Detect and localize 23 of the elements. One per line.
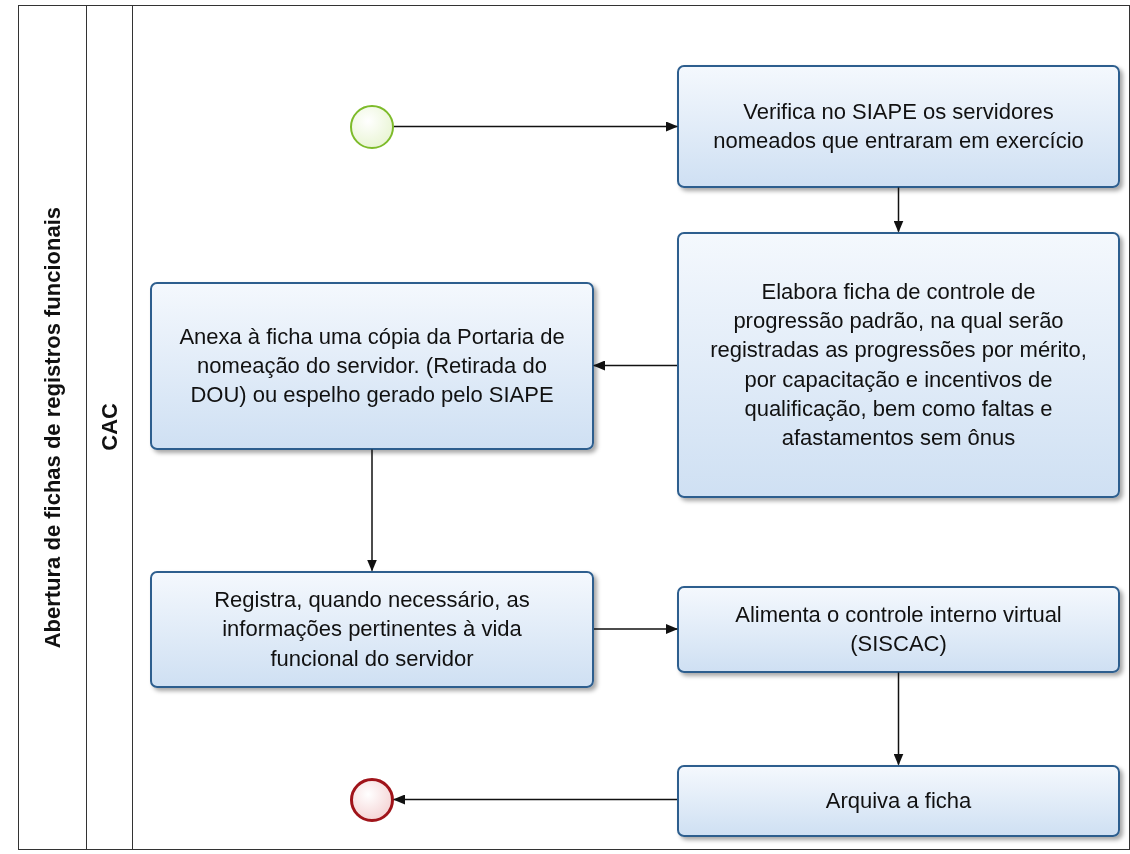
sequence-flow-arrow bbox=[367, 448, 377, 572]
task-text: Verifica no SIAPE os servidores nomeados que entraram em exercício bbox=[712, 97, 1085, 155]
task-box bbox=[677, 231, 1120, 498]
task-box bbox=[150, 281, 594, 450]
pool-label: Abertura de fichas de registros funcionais bbox=[39, 206, 66, 649]
sequence-flow-arrow bbox=[393, 794, 678, 805]
sequence-flow-arrow bbox=[893, 186, 904, 233]
lane-label: CAC bbox=[96, 403, 123, 451]
start-event-circle bbox=[350, 104, 394, 149]
task-text: Alimenta o controle interno virtual (SISCAC) bbox=[734, 600, 1063, 658]
task-box bbox=[677, 585, 1120, 673]
task-box bbox=[677, 764, 1120, 837]
task-text: Registra, quando necessário, as informações pertinentes à vida funcional do servidor bbox=[213, 586, 531, 673]
task-text: Arquiva a ficha bbox=[825, 786, 972, 815]
task-text: Anexa à ficha uma cópia da Portaria de nomeação do servidor. (Retirada do DOU) ou espelho gerado pelo SIAPE bbox=[178, 322, 566, 410]
sequence-flow-arrow bbox=[893, 671, 904, 766]
task-box bbox=[677, 64, 1120, 188]
sequence-flow-arrow bbox=[593, 360, 678, 371]
task-text: Elabora ficha de controle de progressão padrão, na qual serão registradas as progressões por mérito, por capacitação e incentivos de qualificação, bem como faltas e afastamentos sem ônus bbox=[709, 277, 1088, 452]
sequence-flow-arrow bbox=[593, 624, 678, 634]
task-box bbox=[150, 570, 594, 688]
end-event-circle bbox=[350, 777, 394, 822]
sequence-flow-arrow bbox=[393, 121, 678, 132]
